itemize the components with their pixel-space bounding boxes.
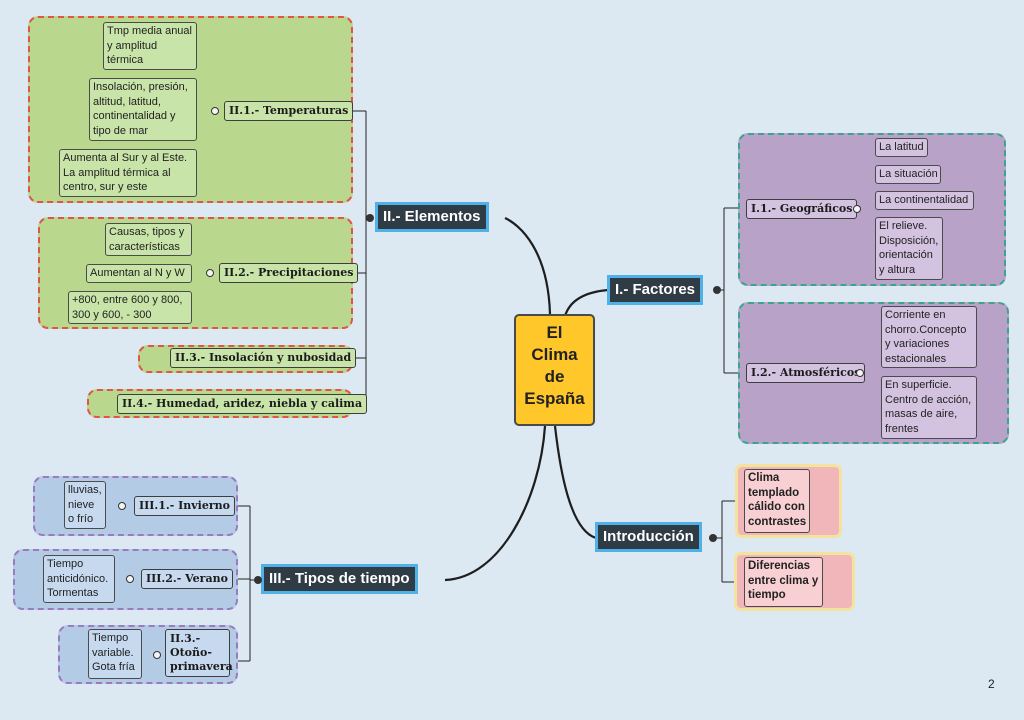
expand-toggle-precipitaciones[interactable] <box>206 269 214 277</box>
leaf-text: Clima templado cálido con contrastes <box>748 472 807 528</box>
leaf-latitud[interactable]: La latitud <box>875 138 928 157</box>
collapse-handle-tipos[interactable] <box>254 576 262 584</box>
subtopic-invierno[interactable]: III.1.- Invierno <box>134 496 235 516</box>
subtopic-temperaturas[interactable]: II.1.- Temperaturas <box>224 101 354 121</box>
topic-tipos-de-tiempo[interactable]: III.- Tipos de tiempo <box>261 564 418 594</box>
leaf-temperatura-distribucion[interactable]: Aumenta al Sur y al Este. La amplitud té… <box>59 149 197 197</box>
subtopic-humedad[interactable]: II.4.- Humedad, aridez, niebla y calima <box>117 394 368 414</box>
leaf-verano[interactable]: Tiempo anticidónico. Tormentas <box>43 555 115 603</box>
subtopic-verano[interactable]: III.2.- Verano <box>141 569 233 589</box>
expand-toggle-geograficos[interactable] <box>853 205 861 213</box>
expand-toggle-atmosfericos[interactable] <box>856 369 864 377</box>
leaf-situacion[interactable]: La situación <box>875 165 941 184</box>
subtopic-temperaturas-label: II.1.- Temperaturas <box>229 104 349 117</box>
leaf-text: Causas, tipos y características <box>109 226 185 253</box>
subtopic-geograficos[interactable]: I.1.- Geográficos <box>746 199 858 219</box>
topic-factores-label: I.- Factores <box>615 281 696 298</box>
central-topic-line: España <box>524 389 585 408</box>
leaf-superficie[interactable]: En superficie. Centro de acción, masas d… <box>881 376 977 439</box>
leaf-text: La latitud <box>879 141 924 153</box>
expand-toggle-verano[interactable] <box>126 575 134 583</box>
leaf-precipitaciones-zonas[interactable]: +800, entre 600 y 800, 300 y 600, - 300 <box>68 291 192 324</box>
leaf-invierno[interactable]: lluvias, nieve o frío <box>64 481 106 529</box>
collapse-handle-factores[interactable] <box>713 286 721 294</box>
leaf-text: Aumentan al N y W <box>90 267 185 279</box>
leaf-text: Corriente en chorro.Concepto y variacion… <box>885 309 967 365</box>
collapse-handle-introduccion[interactable] <box>709 534 717 542</box>
topic-elementos[interactable]: II.- Elementos <box>375 202 489 232</box>
expand-toggle-otono[interactable] <box>153 651 161 659</box>
leaf-continentalidad[interactable]: La continentalidad <box>875 191 974 210</box>
leaf-text: Tiempo anticidónico. Tormentas <box>47 558 109 599</box>
leaf-text: Tmp media anual y amplitud térmica <box>107 25 192 66</box>
leaf-temperatura-factores[interactable]: Insolación, presión, altitud, latitud, c… <box>89 78 197 141</box>
subtopic-insolacion-label: II.3.- Insolación y nubosidad <box>175 351 352 364</box>
leaf-text: Tiempo variable. Gota fría <box>92 632 135 673</box>
leaf-corriente-chorro[interactable]: Corriente en chorro.Concepto y variacion… <box>881 306 977 368</box>
leaf-text: lluvias, nieve o frío <box>68 484 102 525</box>
leaf-text: El relieve. Disposición, orientación y a… <box>879 220 939 276</box>
central-topic-line: de <box>544 367 565 386</box>
subtopic-atmosfericos-label: I.2.- Atmosféricos <box>751 366 861 379</box>
leaf-otono[interactable]: Tiempo variable. Gota fría <box>88 629 142 679</box>
subtopic-insolacion[interactable]: II.3.- Insolación y nubosidad <box>170 348 357 368</box>
subtopic-invierno-label: III.1.- Invierno <box>139 499 230 512</box>
central-topic[interactable]: El Clima de España <box>514 314 595 426</box>
expand-toggle-temperaturas[interactable] <box>211 107 219 115</box>
subtopic-geograficos-label: I.1.- Geográficos <box>751 202 853 215</box>
leaf-text: Insolación, presión, altitud, latitud, c… <box>93 81 188 137</box>
subtopic-precipitaciones[interactable]: II.2.- Precipitaciones <box>219 263 359 283</box>
topic-factores[interactable]: I.- Factores <box>607 275 704 305</box>
page-number: 2 <box>988 677 995 691</box>
leaf-relieve[interactable]: El relieve. Disposición, orientación y a… <box>875 217 943 280</box>
subtopic-otono-primavera[interactable]: II.3.- Otoño-primavera <box>165 629 233 677</box>
leaf-text: En superficie. Centro de acción, masas d… <box>885 379 972 435</box>
leaf-text: La situación <box>879 168 938 180</box>
intro-clima-templado[interactable]: Clima templado cálido con contrastes <box>744 469 810 533</box>
topic-elementos-label: II.- Elementos <box>383 208 481 225</box>
central-topic-line: El <box>546 323 563 342</box>
intro-diferencias[interactable]: Diferencias entre clima y tiempo <box>744 557 823 607</box>
leaf-temperatura-media[interactable]: Tmp media anual y amplitud térmica <box>103 22 197 70</box>
topic-tipos-label: III.- Tipos de tiempo <box>269 570 410 587</box>
subtopic-humedad-label: II.4.- Humedad, aridez, niebla y calima <box>122 397 363 410</box>
leaf-text: Aumenta al Sur y al Este. La amplitud té… <box>63 152 188 193</box>
leaf-precipitaciones-aumentan[interactable]: Aumentan al N y W <box>86 264 192 283</box>
leaf-precipitaciones-causas[interactable]: Causas, tipos y características <box>105 223 192 256</box>
subtopic-precipitaciones-label: II.2.- Precipitaciones <box>224 266 354 279</box>
topic-introduccion-label: Introducción <box>603 528 694 545</box>
topic-introduccion[interactable]: Introducción <box>595 522 702 552</box>
subtopic-verano-label: III.2.- Verano <box>146 572 228 585</box>
expand-toggle-invierno[interactable] <box>118 502 126 510</box>
leaf-text: +800, entre 600 y 800, 300 y 600, - 300 <box>72 294 183 321</box>
leaf-text: Diferencias entre clima y tiempo <box>748 560 819 601</box>
leaf-text: La continentalidad <box>879 194 969 206</box>
central-topic-line: Clima <box>531 345 578 364</box>
subtopic-atmosfericos[interactable]: I.2.- Atmosféricos <box>746 363 866 383</box>
subtopic-otono-label: II.3.- Otoño-primavera <box>170 632 233 673</box>
collapse-handle-elementos[interactable] <box>366 214 374 222</box>
